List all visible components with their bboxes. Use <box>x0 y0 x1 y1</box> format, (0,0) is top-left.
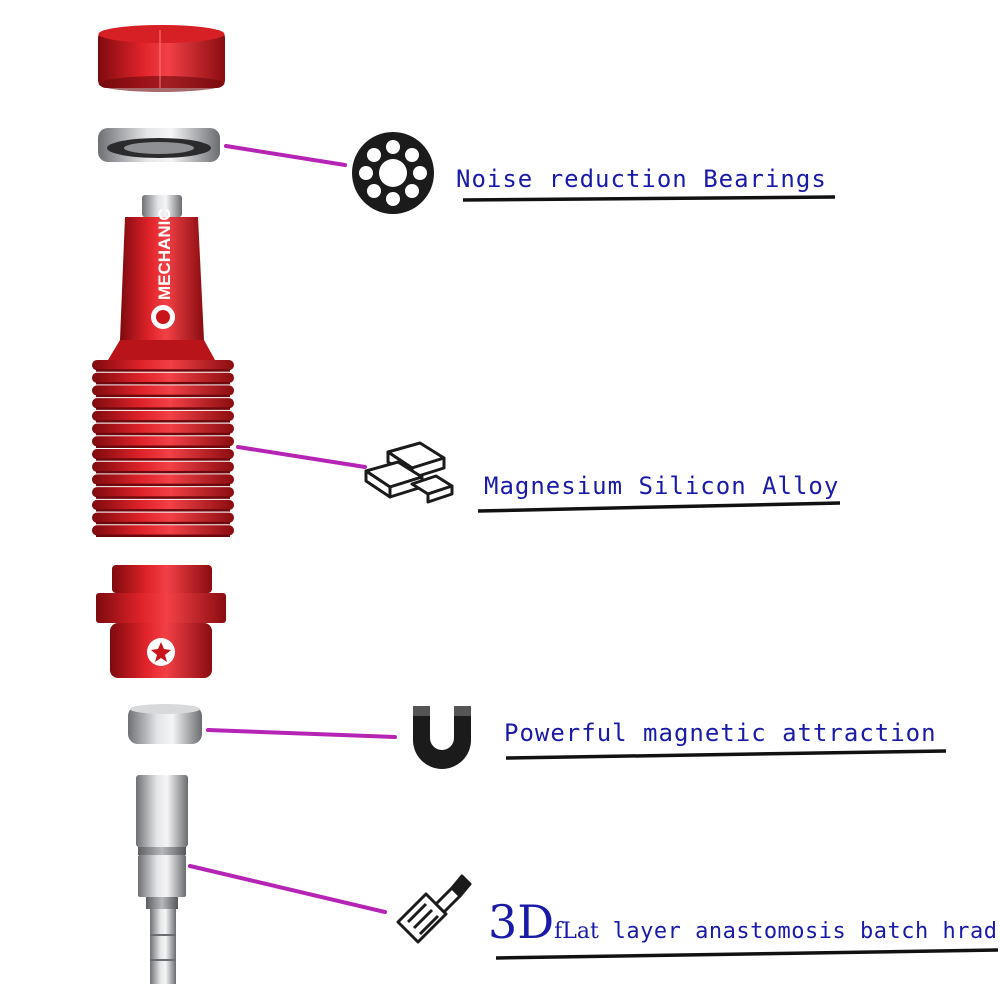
underline-bearings <box>462 195 836 202</box>
handle-rib <box>92 360 234 371</box>
feature-label-bit-rest: layer anastomosis batch hrad <box>599 919 998 944</box>
handle-rib-groove <box>96 369 230 372</box>
feature-label-bit-3d: 3D <box>488 895 554 949</box>
handle-rib <box>92 449 234 460</box>
middle-collar <box>96 565 226 678</box>
brand-text: MECHANIC <box>155 208 174 300</box>
handle-rib-groove <box>96 534 230 537</box>
underline-bit <box>495 948 999 960</box>
top-cap-ring <box>98 25 225 92</box>
magnet-cylinder <box>128 704 202 744</box>
handle-rib-groove <box>96 509 230 512</box>
bearing-icon <box>352 132 434 214</box>
brand-mark: MECHANIC <box>151 208 175 329</box>
handle-ribs <box>92 360 234 537</box>
alloy-ingots-icon <box>364 441 454 504</box>
handle-rib-groove <box>96 394 230 398</box>
leader-line-magnet <box>206 728 397 739</box>
underlines <box>462 195 999 960</box>
handle-rib-groove <box>96 445 230 448</box>
handle-rib <box>92 423 234 434</box>
handle-rib <box>92 499 234 511</box>
handle-rib-groove <box>96 420 230 423</box>
handle-rib <box>92 372 234 383</box>
feature-label-bearings: Noise reduction Bearings <box>456 165 827 193</box>
underline-alloy <box>477 501 841 513</box>
feature-label-bit: 3DfLat layer anastomosis batch hrad <box>488 895 997 949</box>
handle-rib <box>92 385 234 396</box>
leader-line-bearings <box>224 144 347 167</box>
handle-rib <box>92 410 234 422</box>
handle-rib-groove <box>96 470 230 474</box>
handle-rib-groove <box>96 521 230 525</box>
handle-rib-groove <box>96 496 230 499</box>
leader-line-alloy <box>236 445 367 469</box>
handle-rib <box>92 525 234 536</box>
handle-rib-groove <box>96 458 230 461</box>
handle-rib <box>92 474 234 485</box>
magnet-icon <box>413 706 471 769</box>
handle-rib-groove <box>96 483 230 487</box>
screwdriver-bit <box>136 775 188 984</box>
handle-body <box>92 195 234 537</box>
leader-line-bit <box>188 864 387 914</box>
feature-label-bit-flat: fLat <box>554 919 599 944</box>
handle-rib <box>92 461 234 472</box>
handle-rib <box>92 398 234 409</box>
handle-rib-groove <box>96 381 230 385</box>
handle-rib <box>92 512 234 523</box>
handle-rib-groove <box>96 407 230 410</box>
feature-label-magnet: Powerful magnetic attraction <box>504 719 937 747</box>
bearing-ring <box>98 128 220 162</box>
feature-label-alloy: Magnesium Silicon Alloy <box>484 472 839 500</box>
handle-rib <box>92 436 234 447</box>
underline-magnet <box>505 749 947 760</box>
screwdriver-bit-icon <box>396 874 472 944</box>
handle-rib <box>92 487 234 498</box>
leader-lines <box>188 144 397 914</box>
handle-rib-groove <box>96 432 230 436</box>
